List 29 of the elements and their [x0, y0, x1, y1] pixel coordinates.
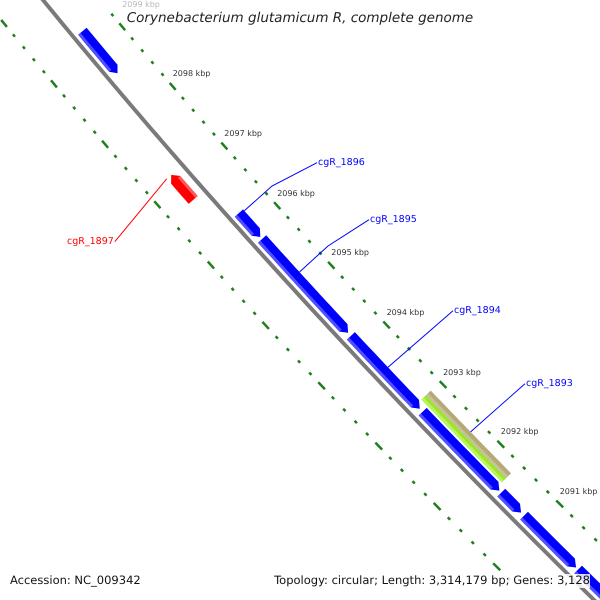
gene-feature — [346, 332, 420, 409]
scale-label: 2099 kbp — [122, 0, 160, 10]
scale-label: 2098 kbp — [172, 69, 210, 79]
leader-line — [114, 178, 168, 242]
leader-line — [388, 310, 454, 368]
gene-feature — [418, 408, 500, 491]
gene-label: cgR_1896 — [318, 157, 365, 168]
leader-line — [299, 219, 370, 272]
gene-feature — [520, 512, 576, 568]
gene-label: cgR_1894 — [454, 305, 501, 316]
gene-label: cgR_1897 — [67, 236, 114, 248]
gene-label: cgR_1893 — [526, 378, 573, 390]
gene-feature — [497, 488, 522, 513]
scale-label: 2092 kbp — [500, 427, 538, 437]
scale-label: 2097 kbp — [224, 129, 262, 139]
gene-feature — [78, 28, 118, 74]
scale-label: 2096 kbp — [277, 188, 315, 198]
footer-text: Topology: circular; Length: 3,314,179 bp; Genes: 3,128 — [274, 574, 590, 588]
gene-label: cgR_1895 — [370, 214, 417, 226]
scale-label: 2093 kbp — [443, 368, 481, 378]
scale-label: 2094 kbp — [386, 308, 424, 318]
gene-feature — [234, 209, 260, 237]
gene-feature — [171, 174, 198, 204]
leader-line — [470, 383, 526, 432]
scale-label: 2095 kbp — [331, 248, 369, 258]
chart-title: Corynebacterium glutamicum R, complete genome — [126, 10, 474, 26]
footer-text: Accession: NC_009342 — [10, 574, 141, 588]
leader-line — [244, 162, 318, 212]
scale-label: 2091 kbp — [560, 486, 598, 496]
